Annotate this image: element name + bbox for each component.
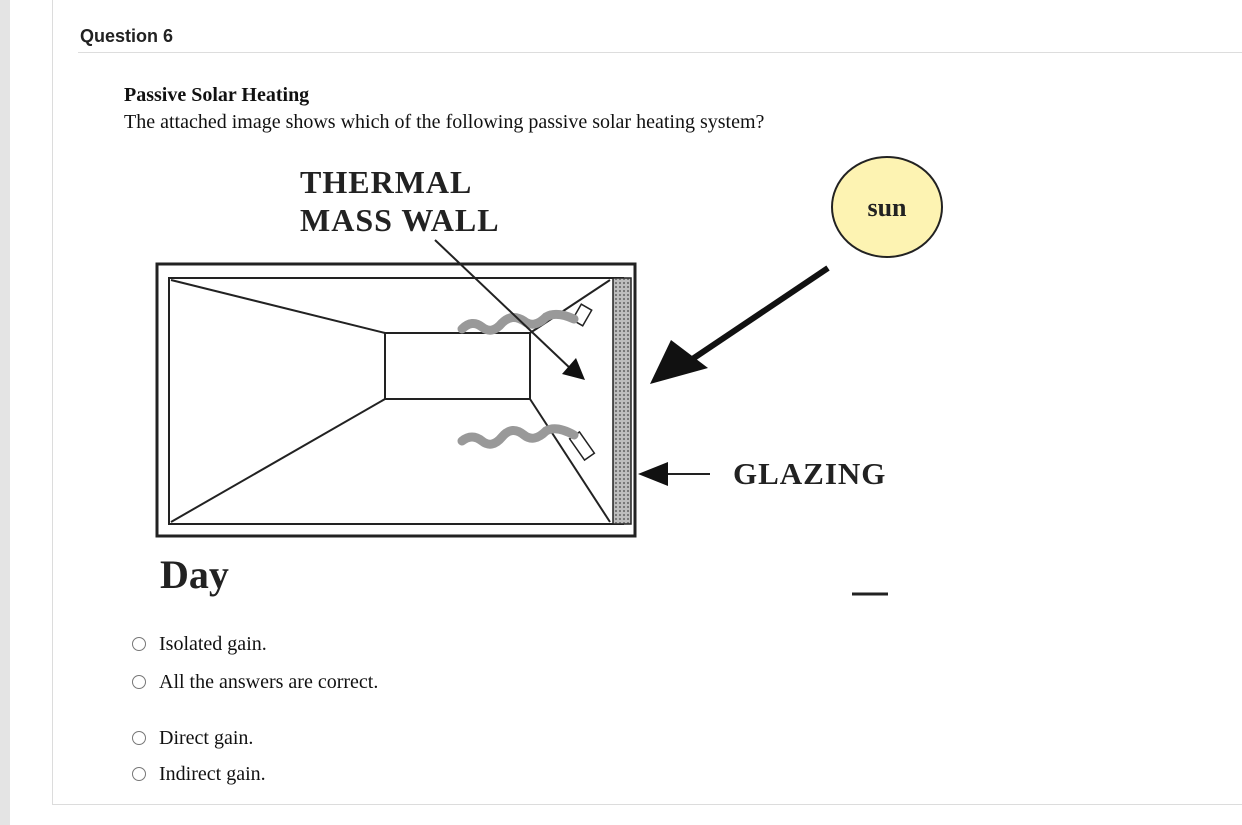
thermal-label-line2: MASS WALL — [300, 202, 500, 238]
option-label: Isolated gain. — [159, 632, 267, 655]
sun-label: sun — [867, 193, 907, 222]
day-label: Day — [160, 552, 229, 597]
radio-button[interactable] — [132, 637, 146, 651]
sun-circle — [831, 156, 943, 258]
radio-button[interactable] — [132, 731, 146, 745]
glazing-pointer-head — [638, 462, 668, 486]
sun-ray-line — [683, 265, 830, 367]
answer-option-indirect-gain[interactable]: Indirect gain. — [132, 760, 266, 788]
question-number: Question 6 — [80, 26, 174, 46]
question-title: Passive Solar Heating — [124, 84, 310, 106]
perspective-line-tl — [170, 279, 386, 334]
upper-vent — [571, 303, 593, 327]
solar-diagram: THERMAL MASS WALL sun GLAZING Day — [155, 156, 943, 597]
heat-wave-upper — [457, 309, 579, 335]
room-back-wall — [384, 332, 531, 400]
thermal-label-line1: THERMAL — [300, 164, 472, 200]
thermal-mass-wall — [612, 277, 632, 525]
glazing-label: GLAZING — [733, 456, 886, 491]
answer-option-all-correct[interactable]: All the answers are correct. — [132, 668, 378, 696]
option-label: Indirect gain. — [159, 762, 266, 785]
perspective-line-br — [529, 398, 611, 523]
option-label: All the answers are correct. — [159, 670, 379, 693]
sun-ray-head — [650, 340, 708, 384]
radio-button[interactable] — [132, 675, 146, 689]
answer-option-isolated-gain[interactable]: Isolated gain. — [132, 630, 267, 658]
thermal-pointer-head — [562, 358, 585, 380]
option-label: Direct gain. — [159, 726, 254, 749]
answer-option-direct-gain[interactable]: Direct gain. — [132, 724, 253, 752]
thermal-pointer-line — [434, 239, 573, 371]
left-rail — [0, 0, 10, 825]
radio-button[interactable] — [132, 767, 146, 781]
header-divider — [78, 52, 1242, 53]
perspective-line-bl — [170, 398, 386, 523]
heat-wave-lower — [457, 424, 579, 449]
question-card — [52, 0, 1242, 805]
question-text: The attached image shows which of the fo… — [124, 111, 765, 133]
room-outer-frame — [155, 262, 637, 538]
